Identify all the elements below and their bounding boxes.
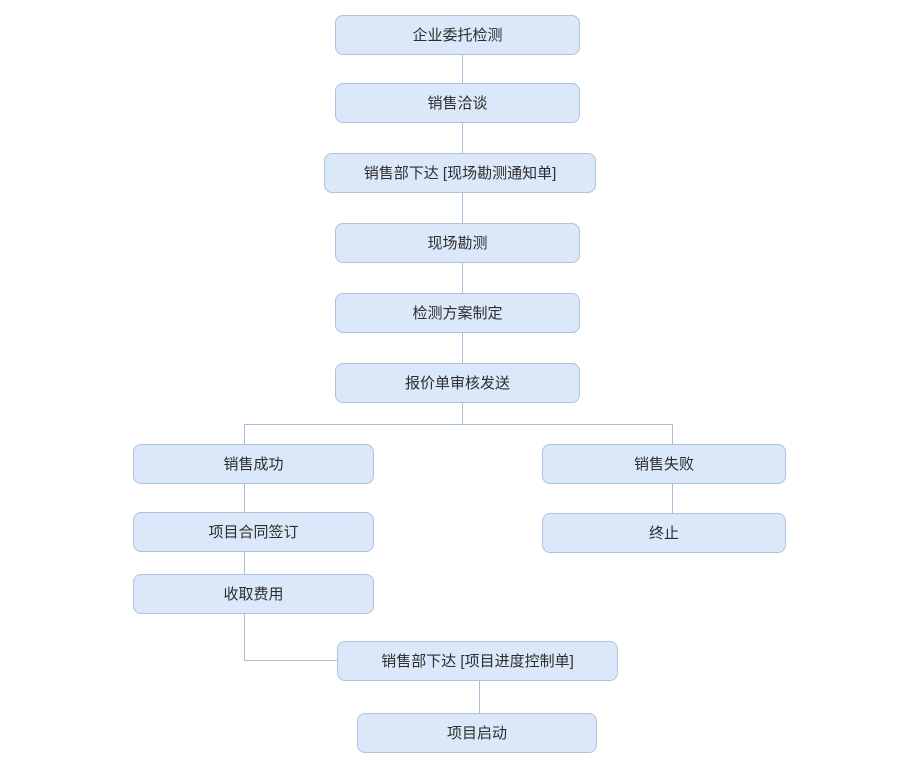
connector-commission-to-negotiation	[462, 55, 463, 83]
node-test-plan-formulation: 检测方案制定	[335, 293, 580, 333]
node-issue-progress-control: 销售部下达 [项目进度控制单]	[337, 641, 618, 681]
node-sales-negotiation: 销售洽谈	[335, 83, 580, 123]
connector-split-horizontal	[244, 424, 673, 425]
connector-site-survey-to-test-plan	[462, 263, 463, 293]
node-sales-success: 销售成功	[133, 444, 374, 484]
connector-quotation-to-split	[462, 403, 463, 425]
node-site-survey: 现场勘测	[335, 223, 580, 263]
node-terminate-label: 终止	[648, 524, 679, 542]
connector-negotiation-to-survey-notice	[462, 123, 463, 153]
node-sales-negotiation-label: 销售洽谈	[427, 94, 488, 112]
connector-success-to-contract	[244, 484, 245, 512]
node-sales-failure-label: 销售失败	[633, 455, 694, 473]
node-sales-success-label: 销售成功	[223, 455, 284, 473]
connector-test-plan-to-quotation	[462, 333, 463, 363]
node-quotation-review-send: 报价单审核发送	[335, 363, 580, 403]
connector-survey-notice-to-site-survey	[462, 193, 463, 223]
node-quotation-review-send-label: 报价单审核发送	[404, 374, 510, 392]
connector-split-to-sales-failure	[672, 424, 673, 444]
node-contract-signing-label: 项目合同签订	[208, 523, 299, 541]
node-issue-survey-notice-label: 销售部下达 [现场勘测通知单]	[363, 164, 557, 182]
connector-progress-to-launch	[479, 681, 480, 713]
connector-fee-elbow-horizontal	[244, 660, 337, 661]
connector-contract-to-fee	[244, 552, 245, 574]
node-test-plan-formulation-label: 检测方案制定	[412, 304, 503, 322]
connector-failure-to-terminate	[672, 484, 673, 513]
node-enterprise-commission: 企业委托检测	[335, 15, 580, 55]
node-contract-signing: 项目合同签订	[133, 512, 374, 552]
connector-fee-elbow-vertical	[244, 614, 245, 661]
node-issue-progress-control-label: 销售部下达 [项目进度控制单]	[381, 652, 574, 670]
node-project-launch: 项目启动	[357, 713, 597, 753]
node-enterprise-commission-label: 企业委托检测	[412, 26, 503, 44]
node-issue-survey-notice: 销售部下达 [现场勘测通知单]	[324, 153, 596, 193]
node-sales-failure: 销售失败	[542, 444, 786, 484]
node-terminate: 终止	[542, 513, 786, 553]
node-site-survey-label: 现场勘测	[427, 234, 488, 252]
node-project-launch-label: 项目启动	[446, 724, 507, 742]
node-fee-collection: 收取费用	[133, 574, 374, 614]
node-fee-collection-label: 收取费用	[223, 585, 284, 603]
connector-split-to-sales-success	[244, 424, 245, 444]
